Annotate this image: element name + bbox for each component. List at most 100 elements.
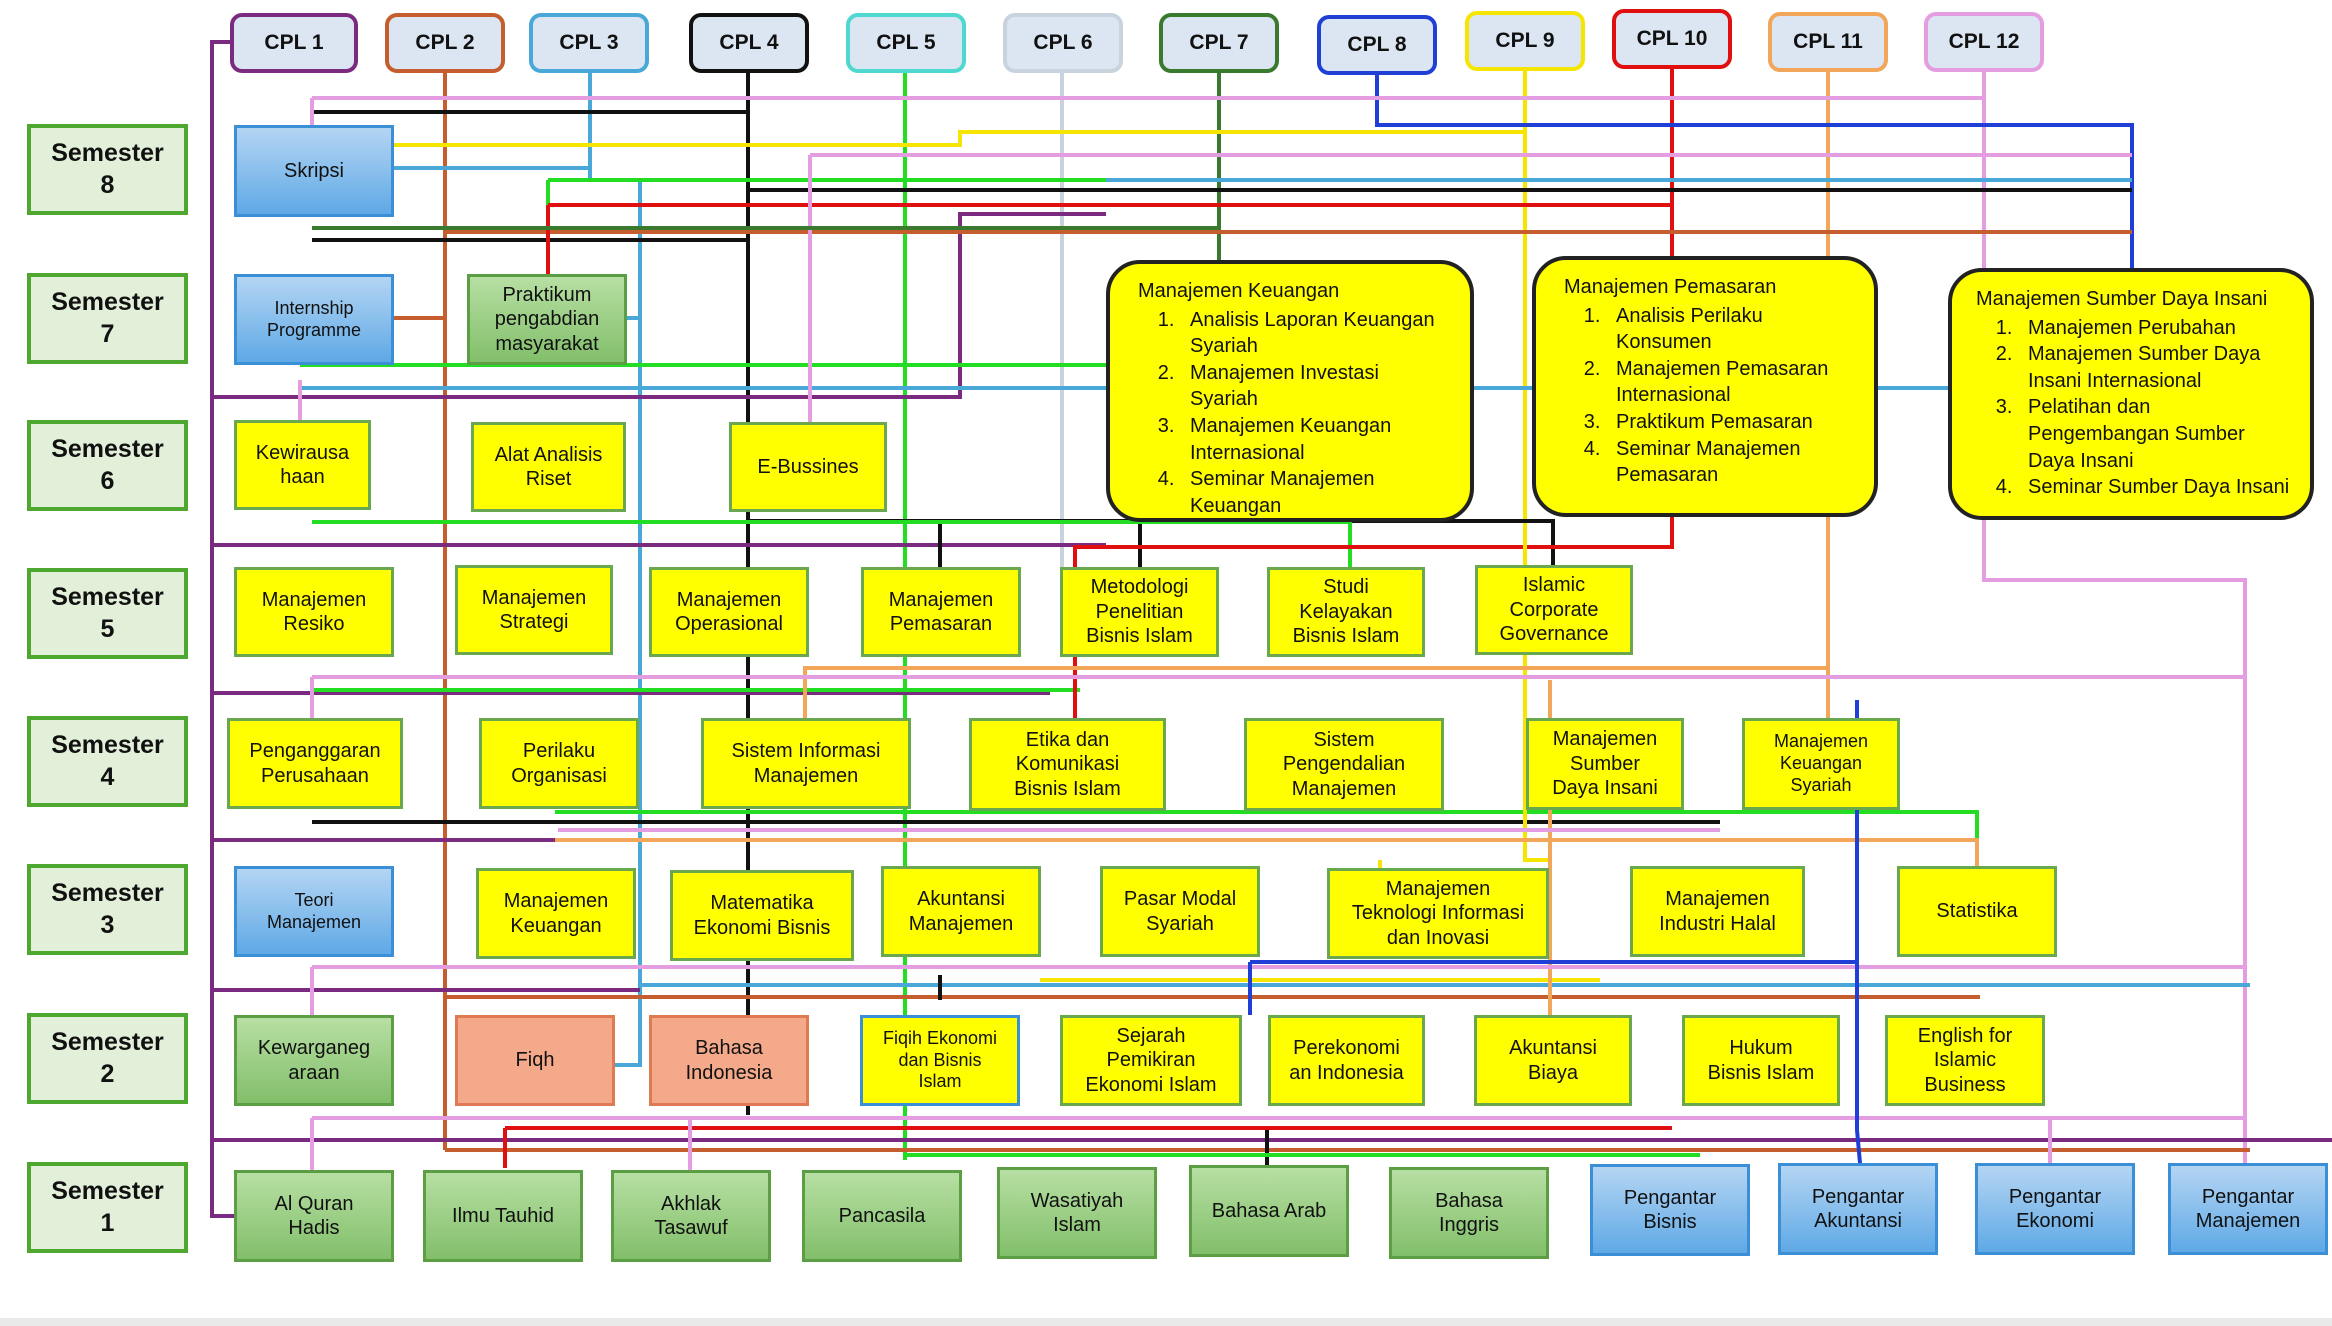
semester-4-label: Semester 4 — [27, 716, 188, 807]
semester-6-label: Semester 6 — [27, 420, 188, 511]
course-statistika: Statistika — [1897, 866, 2057, 957]
concentration-course-list: Analisis Laporan Keuangan Syariah Manaje… — [1138, 307, 1452, 520]
cpl-9-header: CPL 9 — [1465, 11, 1585, 71]
concentration-course: Pelatihan dan Pengembangan Sumber Daya I… — [2018, 394, 2292, 474]
course-fiqh: Fiqh — [455, 1015, 615, 1106]
concentration-course: Manajemen Perubahan — [2018, 315, 2292, 342]
concentration-course: Analisis Perilaku Konsumen — [1606, 303, 1856, 356]
course-fiqih-ekonomi-bisnis-islam: Fiqih Ekonomi dan Bisnis Islam — [860, 1015, 1020, 1106]
course-akuntansi-biaya: Akuntansi Biaya — [1474, 1015, 1632, 1106]
semester-3-label: Semester 3 — [27, 864, 188, 955]
course-matematika-ekonomi-bisnis: Matematika Ekonomi Bisnis — [670, 870, 854, 961]
course-pasar-modal-syariah: Pasar Modal Syariah — [1100, 866, 1260, 957]
semester-8-label: Semester 8 — [27, 124, 188, 215]
semester-5-label: Semester 5 — [27, 568, 188, 659]
course-sistem-informasi-manajemen: Sistem Informasi Manajemen — [701, 718, 911, 809]
cpl-11-connector — [555, 838, 1979, 866]
course-islamic-corporate-governance: Islamic Corporate Governance — [1475, 565, 1633, 655]
course-al-quran-hadis: Al Quran Hadis — [234, 1170, 394, 1262]
course-akuntansi-manajemen: Akuntansi Manajemen — [881, 866, 1041, 957]
course-english-for-islamic-business: English for Islamic Business — [1885, 1015, 2045, 1106]
course-manajemen-resiko: Manajemen Resiko — [234, 567, 394, 657]
semester-2-label: Semester 2 — [27, 1013, 188, 1104]
course-penganggaran-perusahaan: Penganggaran Perusahaan — [227, 718, 403, 809]
course-manajemen-teknologi-informasi-inovasi: Manajemen Teknologi Informasi dan Inovas… — [1327, 868, 1549, 959]
course-kewirausahaan: Kewirausa haan — [234, 420, 371, 510]
course-bahasa-inggris: Bahasa Inggris — [1389, 1167, 1549, 1259]
course-hukum-bisnis-islam: Hukum Bisnis Islam — [1682, 1015, 1840, 1106]
cpl-3-header: CPL 3 — [529, 13, 649, 73]
concentration-course: Analisis Laporan Keuangan Syariah — [1180, 307, 1452, 360]
cpl-8-connector — [1855, 700, 1862, 1164]
course-manajemen-operasional: Manajemen Operasional — [649, 567, 809, 657]
cpl-5-header: CPL 5 — [846, 13, 966, 73]
course-sistem-pengendalian-manajemen: Sistem Pengendalian Manajemen — [1244, 718, 1444, 811]
concentration-course: Seminar Manajemen Pemasaran — [1606, 436, 1856, 489]
course-pancasila: Pancasila — [802, 1170, 962, 1262]
course-akhlak-tasawuf: Akhlak Tasawuf — [611, 1170, 771, 1262]
course-skripsi: Skripsi — [234, 125, 394, 217]
cpl-1-header: CPL 1 — [230, 13, 358, 73]
concentration-course: Seminar Sumber Daya Insani — [2018, 474, 2292, 501]
concentration-course-list: Analisis Perilaku Konsumen Manajemen Pem… — [1564, 303, 1856, 489]
semester-1-label: Semester 1 — [27, 1162, 188, 1253]
course-manajemen-keuangan-syariah: Manajemen Keuangan Syariah — [1742, 718, 1900, 810]
semester-7-label: Semester 7 — [27, 273, 188, 364]
course-manajemen-industri-halal: Manajemen Industri Halal — [1630, 866, 1805, 957]
course-metodologi-penelitian-bisnis-islam: Metodologi Penelitian Bisnis Islam — [1060, 567, 1219, 657]
course-pengantar-bisnis: Pengantar Bisnis — [1590, 1164, 1750, 1256]
concentration-course: Manajemen Sumber Daya Insani Internasion… — [2018, 341, 2292, 394]
course-bahasa-indonesia: Bahasa Indonesia — [649, 1015, 809, 1106]
course-wasatiyah-islam: Wasatiyah Islam — [997, 1167, 1157, 1259]
cpl-2-header: CPL 2 — [385, 13, 505, 73]
course-internship-programme: Internship Programme — [234, 274, 394, 365]
concentration-course: Manajemen Keuangan Internasional — [1180, 413, 1452, 466]
course-manajemen-keuangan: Manajemen Keuangan — [476, 868, 636, 959]
cpl-7-header: CPL 7 — [1159, 13, 1279, 73]
course-manajemen-pemasaran: Manajemen Pemasaran — [861, 567, 1021, 657]
cpl-12-header: CPL 12 — [1924, 12, 2044, 72]
course-pengantar-ekonomi: Pengantar Ekonomi — [1975, 1163, 2135, 1255]
course-manajemen-strategi: Manajemen Strategi — [455, 565, 613, 655]
cpl-12-connector — [1982, 72, 2247, 1163]
course-alat-analisis-riset: Alat Analisis Riset — [471, 422, 626, 512]
course-perekonomian-indonesia: Perekonomi an Indonesia — [1268, 1015, 1425, 1106]
course-e-bussines: E-Bussines — [729, 422, 887, 512]
course-etika-komunikasi-bisnis-islam: Etika dan Komunikasi Bisnis Islam — [969, 718, 1166, 811]
course-pengantar-manajemen: Pengantar Manajemen — [2168, 1163, 2328, 1255]
concentration-course: Manajemen Investasi Syariah — [1180, 360, 1452, 413]
concentration-course-list: Manajemen Perubahan Manajemen Sumber Day… — [1976, 315, 2292, 501]
cpl-6-header: CPL 6 — [1003, 13, 1123, 73]
concentration-title: Manajemen Keuangan — [1138, 280, 1340, 302]
course-sejarah-pemikiran-ekonomi-islam: Sejarah Pemikiran Ekonomi Islam — [1060, 1015, 1242, 1106]
cpl-8-connector — [1375, 75, 2134, 268]
concentration-manajemen-pemasaran: Manajemen Pemasaran Analisis Perilaku Ko… — [1532, 256, 1878, 517]
page-bottom-border — [0, 1318, 2332, 1326]
cpl-5-connector — [312, 520, 1352, 567]
cpl-11-connector — [803, 517, 1830, 718]
cpl-9-connector — [394, 130, 1525, 147]
course-manajemen-sumber-daya-insani: Manajemen Sumber Daya Insani — [1526, 718, 1684, 810]
cpl-4-header: CPL 4 — [689, 13, 809, 73]
course-kewarganegaraan: Kewarganeg araan — [234, 1015, 394, 1106]
course-studi-kelayakan-bisnis-islam: Studi Kelayakan Bisnis Islam — [1267, 567, 1425, 657]
course-bahasa-arab: Bahasa Arab — [1189, 1165, 1349, 1257]
cpl-11-header: CPL 11 — [1768, 12, 1888, 72]
concentration-course: Praktikum Pemasaran — [1606, 409, 1856, 436]
course-perilaku-organisasi: Perilaku Organisasi — [479, 718, 639, 809]
course-pengantar-akuntansi: Pengantar Akuntansi — [1778, 1163, 1938, 1255]
concentration-course: Seminar Manajemen Keuangan — [1180, 466, 1452, 519]
course-ilmu-tauhid: Ilmu Tauhid — [423, 1170, 583, 1262]
cpl-1-connector — [212, 212, 1106, 399]
concentration-manajemen-keuangan: Manajemen Keuangan Analisis Laporan Keua… — [1106, 260, 1474, 522]
concentration-manajemen-sumber-daya-insani: Manajemen Sumber Daya Insani Manajemen P… — [1948, 268, 2314, 520]
cpl-8-header: CPL 8 — [1317, 15, 1437, 75]
course-praktikum-pengabdian-masyarakat: Praktikum pengabdian masyarakat — [467, 274, 627, 365]
concentration-title: Manajemen Sumber Daya Insani — [1976, 288, 2268, 310]
course-teori-manajemen: Teori Manajemen — [234, 866, 394, 957]
concentration-title: Manajemen Pemasaran — [1564, 276, 1777, 298]
concentration-course: Manajemen Pemasaran Internasional — [1606, 356, 1856, 409]
cpl-10-header: CPL 10 — [1612, 9, 1732, 69]
cpl-1-connector — [210, 40, 234, 1218]
